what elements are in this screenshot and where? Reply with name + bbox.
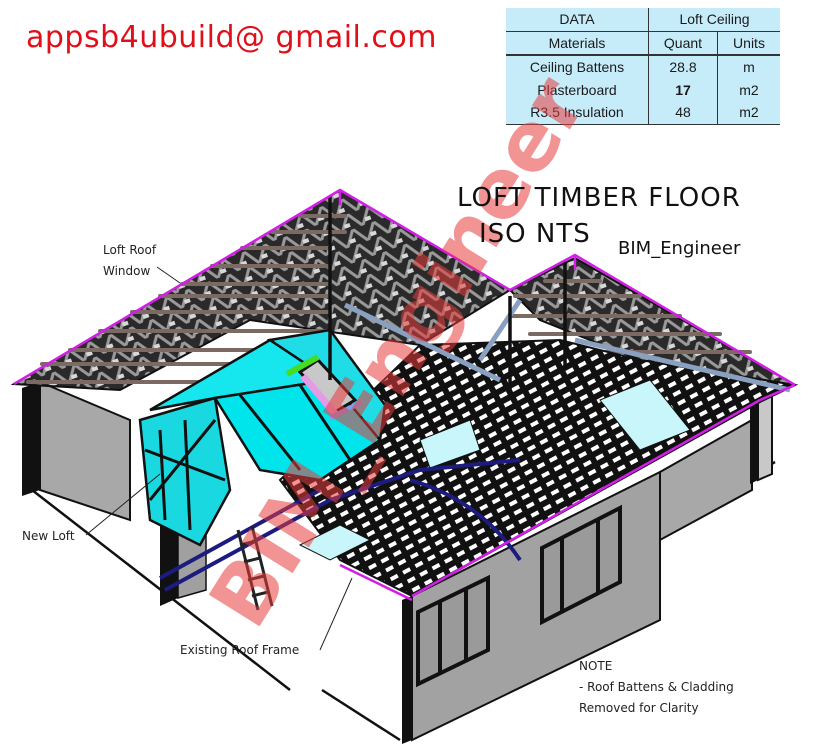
right-posts [750, 394, 773, 484]
front-roof-frame [278, 338, 799, 598]
table-row: Ceiling Battens 28.8 m [506, 55, 780, 79]
author-label: BIM_Engineer [618, 238, 741, 259]
table-row: R3.5 Insulation 48 m2 [506, 101, 780, 124]
drawing-title-line2: ISO NTS [479, 219, 591, 249]
drawing-note: NOTE - Roof Battens & Cladding Removed f… [579, 656, 734, 719]
window [540, 504, 622, 626]
access-ladder [236, 525, 274, 611]
table-col-materials: Materials [506, 31, 649, 56]
hip-rafters [343, 298, 791, 393]
table-col-units: Units [717, 31, 780, 56]
table-cell-units: m2 [717, 78, 780, 101]
table-cell-units: m2 [717, 101, 780, 124]
table-row: Plasterboard 17 m2 [506, 78, 780, 101]
table-header-row: DATA Loft Ceiling [506, 8, 780, 32]
materials-data-table: DATA Loft Ceiling Materials Quant Units … [506, 8, 780, 125]
note-line1: - Roof Battens & Cladding [579, 680, 734, 694]
contact-email: appsb4ubuild@ gmail.com [26, 20, 437, 55]
table-cell-material: Plasterboard [537, 81, 617, 98]
table-col-quant: Quant [648, 31, 718, 56]
table-cell-units: m [717, 55, 780, 79]
table-cell-material: Ceiling Battens [529, 59, 625, 76]
label-loft-roof-window-line2: Window [103, 264, 151, 278]
table-header-data: DATA [506, 8, 649, 32]
table-cell-material: R3.5 Insulation [530, 104, 624, 121]
drawing-title: LOFT TIMBER FLOOR ISO NTS [457, 180, 741, 252]
window [416, 574, 490, 688]
table-cell-quant: 28.8 [648, 55, 718, 79]
label-new-loft: New Loft [22, 529, 75, 543]
roof-outline [13, 188, 796, 602]
label-existing-roof-frame: Existing Roof Frame [180, 643, 300, 657]
table-cell-quant: 17 [648, 78, 718, 101]
label-loft-roof-window: Loft Roof Window [103, 240, 156, 282]
ridge-posts [328, 196, 567, 400]
table-subheader-row: Materials Quant Units [506, 31, 780, 56]
note-line2: Removed for Clarity [579, 701, 699, 715]
loft-roof-window [285, 354, 364, 421]
drawing-title-line1: LOFT TIMBER FLOOR [457, 183, 741, 213]
label-loft-roof-window-line1: Loft Roof [103, 243, 157, 257]
leader-lines [85, 266, 353, 651]
table-header-loft-ceiling: Loft Ceiling [648, 8, 780, 32]
note-heading: NOTE [579, 659, 613, 673]
front-walls [402, 418, 753, 744]
table-cell-quant: 48 [648, 101, 718, 124]
